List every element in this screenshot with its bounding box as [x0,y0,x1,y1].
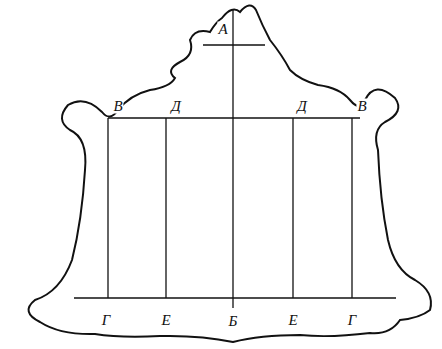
hide-outline [29,5,431,342]
shoulder-line [108,117,360,118]
point-letter: Д [296,99,308,114]
neck-line [203,44,265,45]
side-line [107,118,108,298]
spine-line [232,10,233,308]
point-letter: Е [287,313,298,328]
point-letter: В [112,99,123,114]
point-letter: Б [228,314,239,329]
point-letter: А [217,22,228,37]
cut-lines [74,10,396,308]
point-letter: Г [101,313,112,328]
point-letter: В [356,99,367,114]
side-line [292,118,293,298]
butt-line [74,297,396,298]
point-letter: Е [160,313,171,328]
side-line [165,118,166,298]
point-letter: Д [170,99,182,114]
side-line [351,118,352,298]
point-letter: Г [347,313,358,328]
